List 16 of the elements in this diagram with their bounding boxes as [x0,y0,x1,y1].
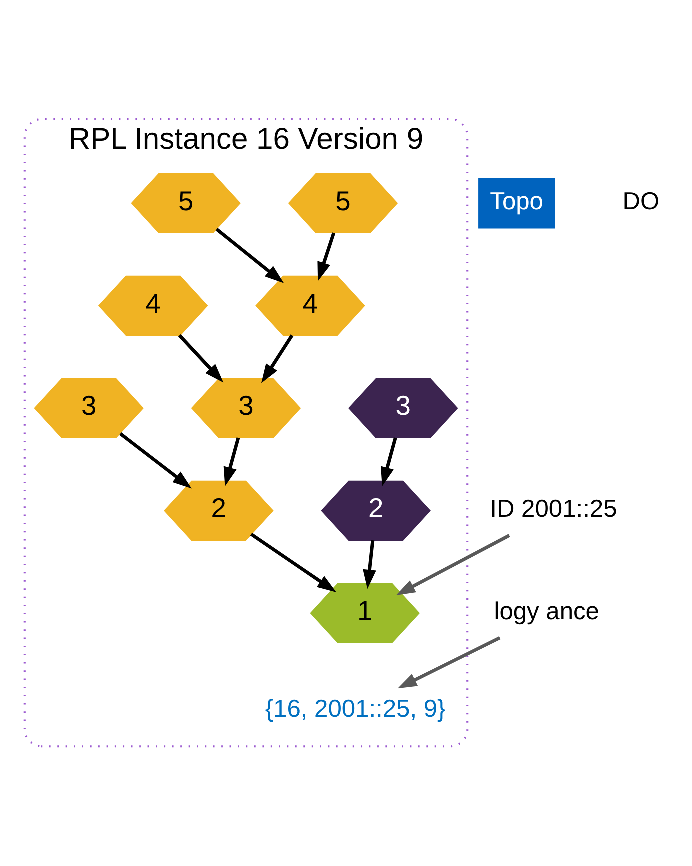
arrow [216,228,284,284]
node-text: {16, 2001::25, 9} [265,696,446,724]
arrow [318,232,336,282]
node-text: ID 2001::25 [490,496,618,523]
arrow [398,636,501,689]
node-text: logy ance [494,598,600,626]
label: DO [622,188,660,216]
arrow [380,438,398,486]
arrow [262,334,294,384]
arrow [363,540,376,590]
arrow [250,532,337,592]
arrow [224,438,240,486]
arrow [178,334,224,383]
arrow [120,432,192,489]
arrow [396,534,510,596]
node-box: Topo [478,178,556,229]
